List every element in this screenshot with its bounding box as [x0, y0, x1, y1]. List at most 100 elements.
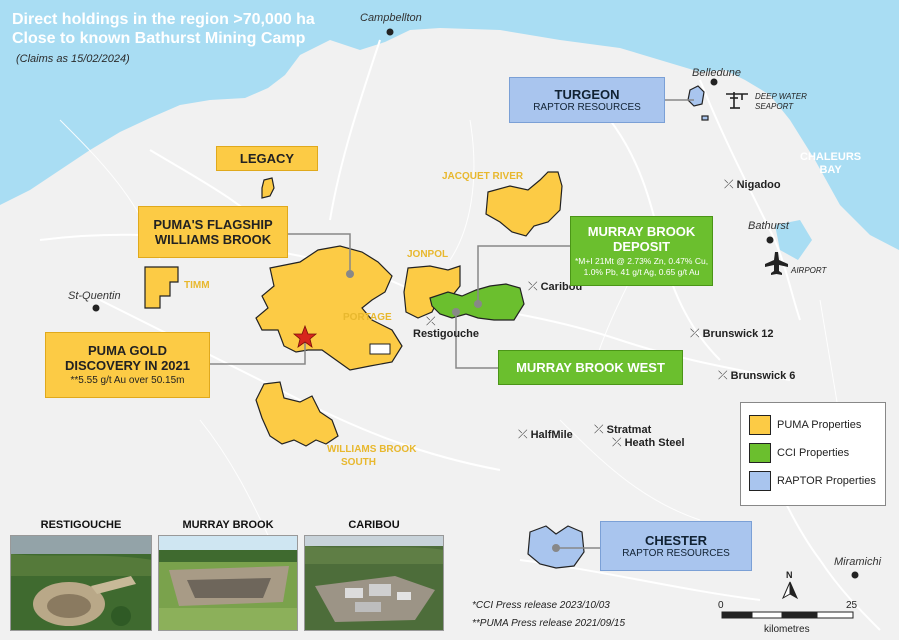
mine-brunswick-6: ⤫Brunswick 6 — [718, 368, 795, 383]
puma-properties — [144, 171, 563, 447]
scale-bar-graphic — [721, 611, 854, 619]
seaport-label-line-2: SEAPORT — [755, 102, 794, 111]
claim-turgeon-small — [701, 115, 709, 121]
label-jacquet-river: JACQUET RIVER — [442, 171, 524, 182]
pickaxe-icon: ⤫ — [528, 279, 538, 293]
legend-item-raptor: RAPTOR Properties — [749, 467, 877, 495]
callout-chester-sub: RAPTOR RESOURCES — [622, 547, 730, 559]
callout-murray-brook-line-1: MURRAY BROOK — [587, 224, 696, 239]
pickaxe-icon: ⤫ — [690, 326, 700, 340]
mine-nigadoo-label: Nigadoo — [736, 179, 781, 191]
callout-legacy: LEGACY — [216, 146, 318, 171]
note-puma-press: **PUMA Press release 2021/09/15 — [472, 618, 626, 629]
legend-item-cci: CCI Properties — [749, 439, 877, 467]
callout-puma-gold-detail: **5.55 g/t Au over 50.15m — [70, 375, 185, 386]
scale-start-label: 0 — [718, 600, 724, 611]
mine-brunswick-12-label: Brunswick 12 — [702, 328, 774, 340]
water-label-chaleurs-bay: CHALEURS BAY — [800, 151, 861, 177]
label-williams-brook-south: WILLIAMS BROOK SOUTH — [327, 443, 416, 469]
town-miramichi: Miramichi — [834, 556, 882, 568]
water-label-line-1: CHALEURS — [800, 151, 862, 163]
legend-swatch-puma — [749, 415, 771, 435]
callout-legacy-title: LEGACY — [239, 151, 295, 166]
leader-lines — [210, 99, 694, 549]
claim-williams-brook — [255, 245, 403, 371]
label-portage: PORTAGE — [343, 312, 392, 323]
photo-caribou-image — [305, 536, 443, 630]
claim-legacy — [261, 177, 275, 199]
mine-brunswick-6-label: Brunswick 6 — [730, 370, 796, 382]
legend-label-raptor: RAPTOR Properties — [777, 475, 876, 487]
pickaxe-icon: ⤫ — [518, 427, 528, 441]
legend-label-puma: PUMA Properties — [777, 419, 862, 431]
mine-heath-steel: ⤫Heath Steel — [612, 435, 685, 450]
claim-williams-brook-inlier — [369, 343, 391, 355]
pickaxe-icon: ⤫ — [612, 435, 622, 449]
legend-item-puma: PUMA Properties — [749, 411, 877, 439]
claim-timm — [144, 266, 179, 309]
callout-puma-gold-line-2: DISCOVERY IN 2021 — [65, 358, 190, 373]
legend-swatch-raptor — [749, 471, 771, 491]
label-williams-brook-south-line-2: SOUTH — [341, 457, 376, 468]
callout-chester: CHESTER RAPTOR RESOURCES — [600, 521, 752, 571]
photo-restigouche — [10, 535, 152, 631]
claim-jacquet-river — [485, 171, 563, 237]
scale-unit-label: kilometres — [764, 624, 810, 635]
town-campbellton: Campbellton — [360, 12, 422, 24]
mine-stratmat: ⤫Stratmat — [594, 422, 651, 437]
callout-murray-brook-detail-1: *M+I 21Mt @ 2.73% Zn, 0.47% Cu, — [574, 256, 709, 266]
town-bathurst: Bathurst — [748, 220, 789, 232]
callout-murray-brook-detail-2: 1.0% Pb, 41 g/t Ag, 0.65 g/t Au — [583, 267, 700, 277]
water-bathurst-inlet — [775, 220, 812, 260]
title-line-2: Close to known Bathurst Mining Camp — [12, 30, 306, 47]
photo-caribou — [304, 535, 444, 631]
water-label-line-2: BAY — [819, 164, 842, 176]
mine-restigouche-label: Restigouche — [413, 328, 480, 340]
title-line-1: Direct holdings in the region >70,000 ha — [12, 11, 315, 28]
port-crane-icon — [726, 92, 748, 109]
photo-label-restigouche: RESTIGOUCHE — [40, 519, 122, 531]
map-legend: PUMA Properties CCI Properties RAPTOR Pr… — [740, 402, 886, 506]
north-arrow — [781, 581, 799, 600]
callout-puma-gold-line-1: PUMA GOLD — [88, 343, 167, 358]
photo-label-caribou: CARIBOU — [348, 519, 400, 531]
discovery-star — [292, 324, 318, 348]
legend-label-cci: CCI Properties — [777, 447, 850, 459]
callout-murray-brook-west-title: MURRAY BROOK WEST — [516, 360, 665, 375]
callout-puma-gold-discovery: PUMA GOLD DISCOVERY IN 2021 **5.55 g/t A… — [45, 332, 210, 398]
callout-murray-brook-line-2: DEPOSIT — [612, 239, 671, 254]
mine-halfmile: ⤫HalfMile — [518, 427, 573, 442]
label-jonpol: JONPOL — [407, 249, 449, 260]
town-st-quentin: St-Quentin — [68, 290, 121, 302]
mine-brunswick-12: ⤫Brunswick 12 — [690, 326, 774, 341]
town-dots — [92, 28, 859, 579]
leader-dots — [346, 270, 560, 552]
photo-murray-brook — [158, 535, 298, 631]
north-arrow-label: N — [786, 570, 793, 580]
water-bay-northwest — [0, 0, 899, 250]
photo-restigouche-image — [11, 536, 151, 630]
callout-turgeon-title: TURGEON — [554, 86, 620, 102]
legend-swatch-cci — [749, 443, 771, 463]
mine-halfmile-label: HalfMile — [530, 429, 573, 441]
callout-murray-brook-west: MURRAY BROOK WEST — [498, 350, 683, 385]
town-belledune: Belledune — [692, 67, 741, 79]
claims-date: (Claims as 15/02/2024) — [16, 53, 130, 65]
map-title: Direct holdings in the region >70,000 ha… — [12, 10, 315, 48]
pickaxe-icon: ⤫ — [718, 368, 728, 382]
seaport-label: DEEP WATER SEAPORT — [755, 92, 807, 112]
photo-label-murray-brook: MURRAY BROOK — [182, 519, 274, 531]
airport-label: AIRPORT — [791, 266, 827, 275]
mine-stratmat-label: Stratmat — [606, 424, 652, 436]
pickaxe-icon: ⤫ — [426, 314, 436, 328]
airport-icon — [765, 252, 788, 275]
label-timm: TIMM — [184, 280, 210, 291]
mine-heath-steel-label: Heath Steel — [624, 437, 685, 449]
mine-restigouche-symbol: ⤫ — [426, 314, 439, 329]
photo-murray-brook-image — [159, 536, 297, 630]
pickaxe-icon: ⤫ — [724, 177, 734, 191]
callout-flagship-line-2: WILLIAMS BROOK — [154, 232, 272, 247]
callout-chester-title: CHESTER — [644, 532, 708, 548]
